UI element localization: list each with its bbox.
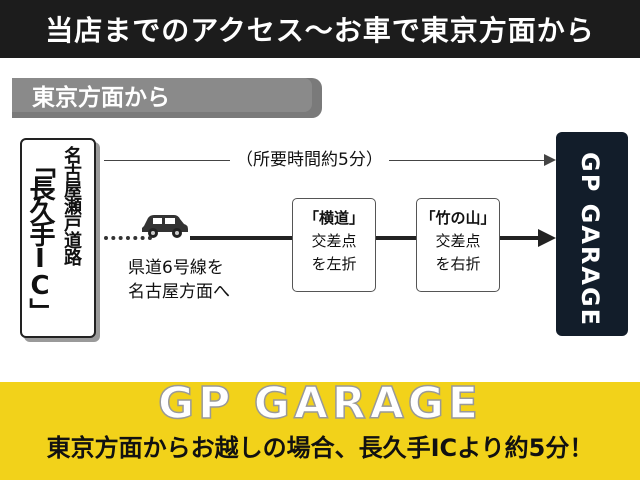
footer-logo: GP GARAGE	[157, 377, 482, 430]
time-arrowhead	[544, 154, 556, 166]
header-banner: 当店までのアクセス〜お車で東京方面から	[0, 0, 640, 58]
destination-name: GP GARAGE	[576, 152, 604, 328]
car-icon	[142, 215, 188, 238]
interchange-name: 「長久手IC」	[25, 152, 55, 321]
section-tab: 東京方面から	[12, 78, 312, 112]
footer-band	[0, 382, 640, 480]
start-interchange-box	[20, 138, 96, 338]
crossing-name: 「竹の山」	[420, 209, 496, 227]
expressway-name: 名古屋瀬戸道路	[61, 146, 82, 265]
crossing-line-2: を左折	[311, 255, 357, 273]
crossing-takenoyama: 「竹の山」 交差点 を右折	[416, 198, 500, 292]
crossing-name: 「横道」	[303, 209, 364, 227]
route-arrowhead	[538, 229, 556, 247]
route-instruction-line-2: 名古屋方面へ	[128, 282, 230, 302]
section-tab-label: 東京方面から	[32, 85, 170, 111]
time-label: （所要時間約5分）	[230, 145, 389, 170]
route-instruction-line-1: 県道6号線を	[128, 258, 224, 278]
crossing-line-1: 交差点	[311, 232, 357, 250]
destination-box	[556, 132, 628, 336]
footer-message: 東京方面からお越しの場合、長久手ICより約5分！	[46, 434, 594, 462]
crossing-line-2: を右折	[435, 255, 481, 273]
route-dotted-line	[104, 236, 152, 240]
crossing-yokomichi: 「横道」 交差点 を左折	[292, 198, 376, 292]
route-instruction: 県道6号線を 名古屋方面へ	[128, 256, 230, 304]
crossing-line-1: 交差点	[435, 232, 481, 250]
header-title: 当店までのアクセス〜お車で東京方面から	[45, 14, 595, 47]
